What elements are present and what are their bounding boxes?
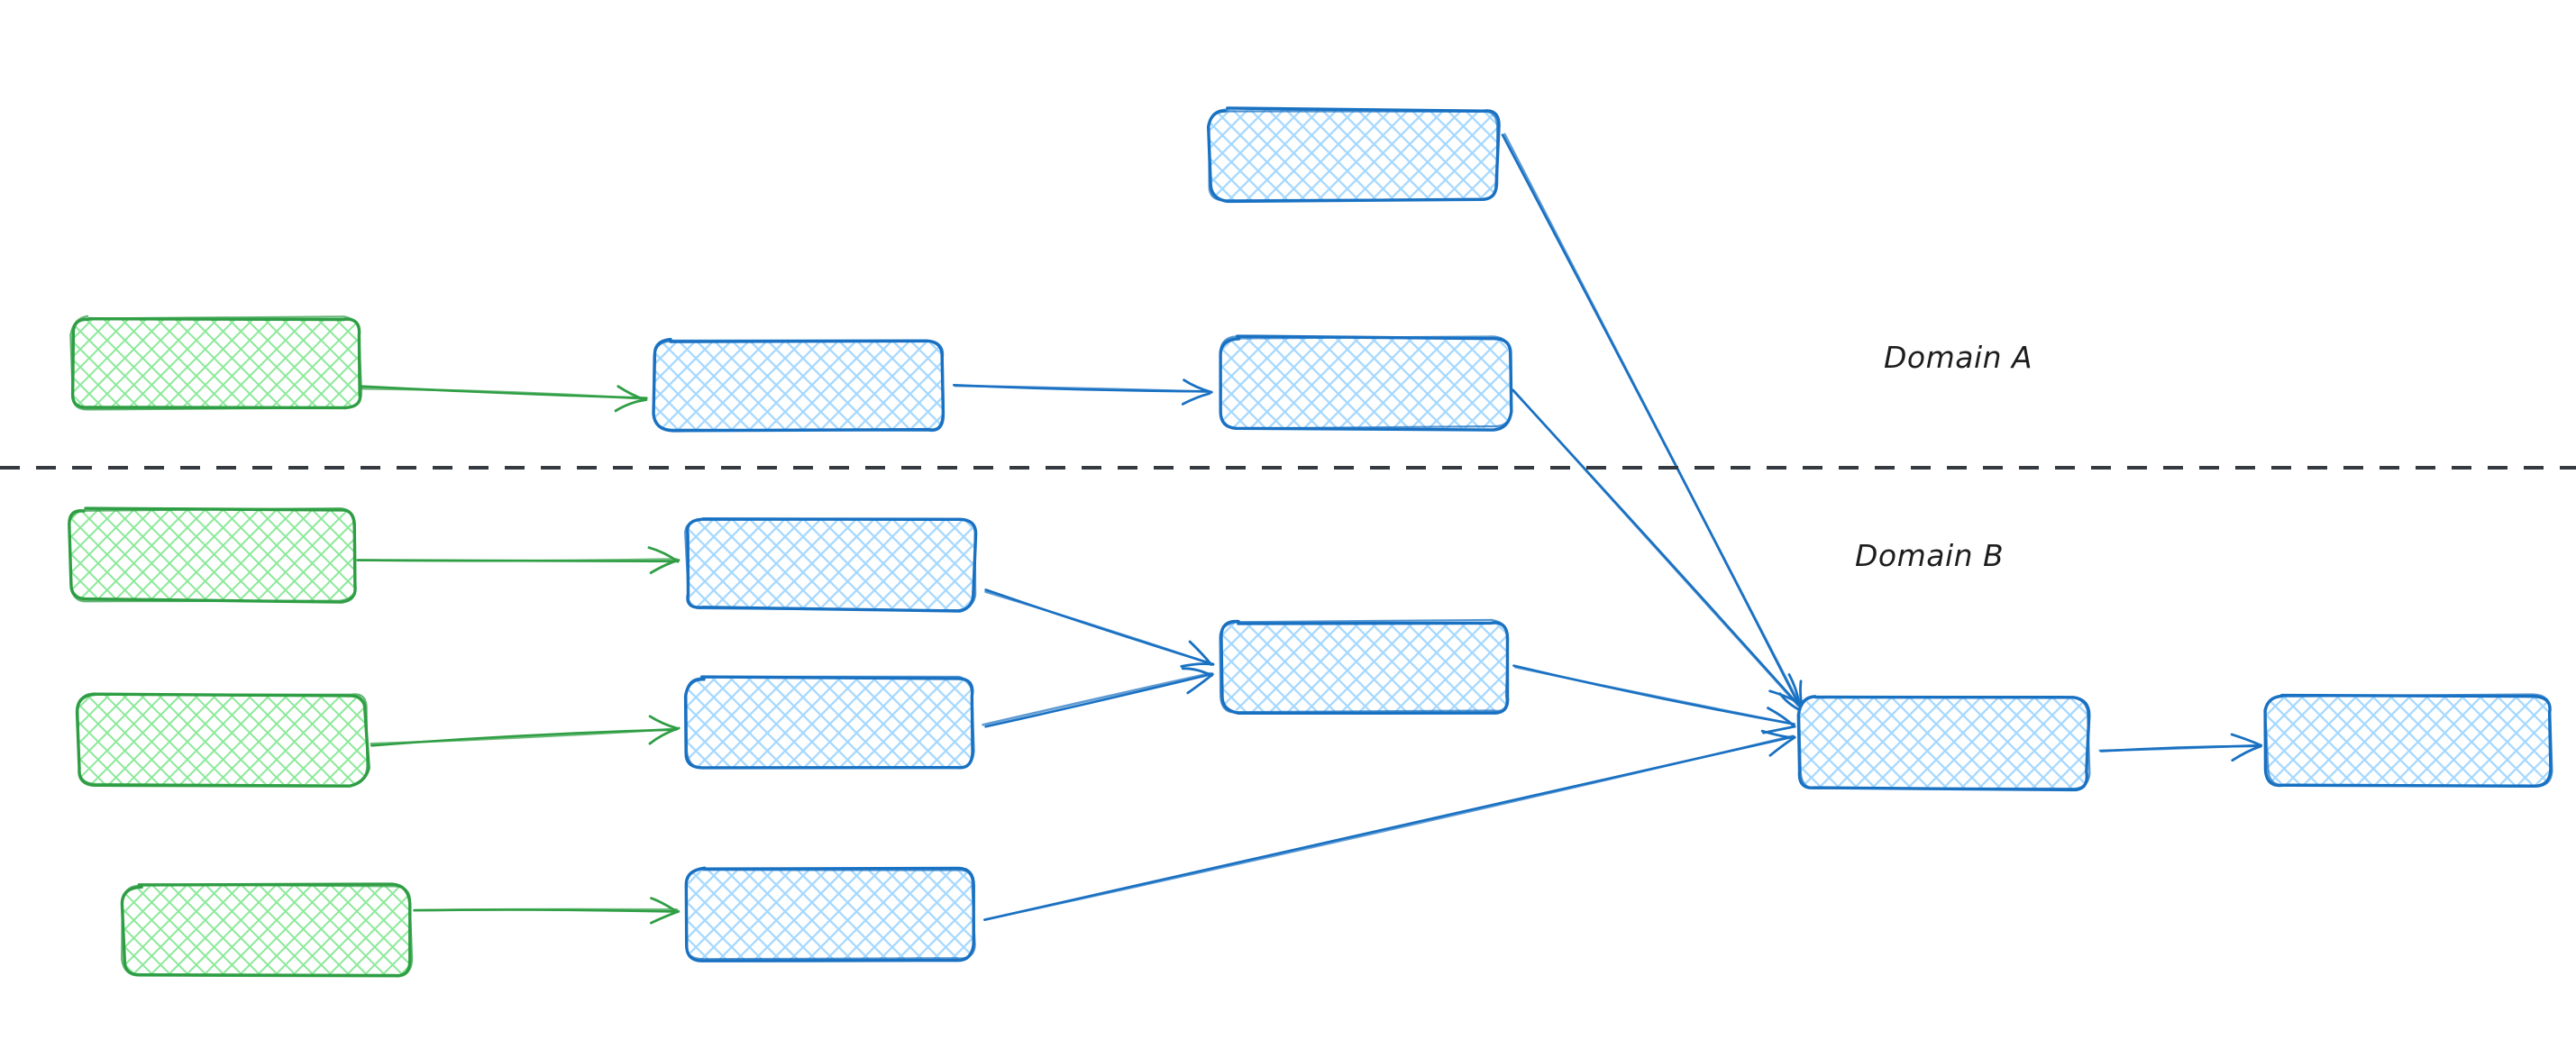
edge-arrowhead xyxy=(649,909,681,925)
node-fill xyxy=(1221,338,1510,428)
edge-arrow[interactable] xyxy=(982,667,1214,728)
edge-arrowhead xyxy=(647,546,680,563)
edge-arrow[interactable] xyxy=(413,897,681,925)
node-fill xyxy=(78,694,367,784)
edge-arrow[interactable] xyxy=(984,588,1215,668)
node-outline xyxy=(685,675,975,770)
edge-arrowhead xyxy=(617,385,646,401)
node-outline xyxy=(2264,693,2553,789)
node-fill xyxy=(687,870,973,960)
edge-arrowhead xyxy=(648,715,678,730)
edge-line xyxy=(1513,665,1796,725)
node-outline xyxy=(1798,695,2091,790)
edge-arrowhead xyxy=(1787,673,1801,706)
edge-arrowhead xyxy=(1188,640,1213,666)
edge-line xyxy=(413,908,679,912)
edge-arrow[interactable] xyxy=(360,385,648,413)
node-stage-blue[interactable] xyxy=(684,866,976,962)
node-fill xyxy=(687,679,973,769)
node-fill xyxy=(687,519,975,609)
node-stage-blue[interactable] xyxy=(2263,693,2553,789)
edge-line xyxy=(1503,132,1804,712)
node-outline xyxy=(68,506,357,603)
edge-arrow[interactable] xyxy=(1512,664,1796,734)
domain-a-label: Domain A xyxy=(1884,340,2033,375)
edge-line xyxy=(982,671,1212,726)
node-source-green[interactable] xyxy=(68,506,357,604)
edge-arrowhead xyxy=(650,897,679,913)
node-source-green[interactable] xyxy=(120,882,414,978)
domain-b-label: Domain B xyxy=(1855,538,2005,573)
edge-arrow[interactable] xyxy=(370,715,681,747)
edge-arrowhead xyxy=(1760,729,1795,740)
edge-line xyxy=(356,558,678,562)
node-fill xyxy=(1221,622,1508,712)
node-outline xyxy=(1219,618,1510,714)
nodes-layer xyxy=(68,106,2553,978)
node-stage-blue[interactable] xyxy=(1219,618,1510,716)
node-outline xyxy=(77,692,369,787)
edge-line xyxy=(984,590,1215,666)
edge-line xyxy=(982,734,1795,921)
edge-arrowhead xyxy=(2231,744,2262,762)
node-outline xyxy=(1208,108,1499,202)
edge-arrowhead xyxy=(1181,392,1211,406)
node-outline xyxy=(121,883,414,978)
edge-arrow[interactable] xyxy=(2098,733,2263,762)
node-source-green[interactable] xyxy=(75,692,370,788)
node-stage-blue[interactable] xyxy=(1796,695,2091,792)
edge-arrow[interactable] xyxy=(356,546,681,575)
edge-arrow[interactable] xyxy=(1511,388,1802,707)
edge-arrowhead xyxy=(2230,733,2262,747)
node-fill xyxy=(1800,698,2088,789)
edge-arrow[interactable] xyxy=(1501,132,1805,714)
node-stage-blue[interactable] xyxy=(652,337,945,433)
edge-arrowhead xyxy=(1181,667,1213,677)
edge-arrow[interactable] xyxy=(982,729,1796,921)
edge-line xyxy=(370,727,680,745)
node-fill xyxy=(1210,110,1498,200)
node-outline xyxy=(685,867,976,961)
node-outline xyxy=(684,517,977,612)
edge-arrowhead xyxy=(1183,379,1213,394)
edge-line xyxy=(954,384,1213,394)
node-fill xyxy=(123,886,410,976)
node-stage-blue[interactable] xyxy=(684,517,978,613)
node-stage-blue[interactable] xyxy=(683,675,975,770)
node-stage-blue[interactable] xyxy=(1206,106,1501,204)
node-outline xyxy=(1219,335,1512,430)
edge-line xyxy=(2098,743,2263,753)
edge-line xyxy=(1512,388,1800,707)
edge-arrowhead xyxy=(1180,662,1213,668)
node-fill xyxy=(655,341,944,431)
node-outline xyxy=(653,339,945,433)
node-fill xyxy=(2267,696,2551,786)
edges-layer xyxy=(356,132,2263,925)
node-fill xyxy=(72,318,361,408)
edge-arrowhead xyxy=(614,398,648,413)
node-source-green[interactable] xyxy=(69,315,363,411)
node-outline xyxy=(69,315,363,411)
node-fill xyxy=(69,510,356,600)
edge-arrow[interactable] xyxy=(952,379,1213,406)
edge-line xyxy=(360,387,647,400)
edge-arrowhead xyxy=(1767,707,1795,727)
node-stage-blue[interactable] xyxy=(1219,334,1513,432)
edge-line xyxy=(984,672,1214,728)
